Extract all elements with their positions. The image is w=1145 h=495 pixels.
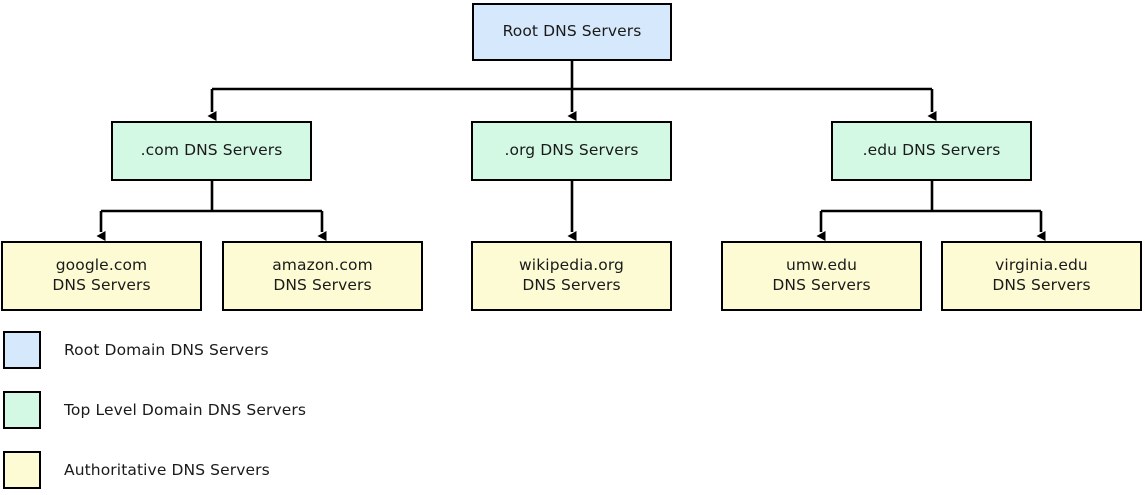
legend-label-authoritative: Authoritative DNS Servers bbox=[64, 461, 270, 479]
node-wikipedia-org-dns-servers[interactable]: wikipedia.org DNS Servers bbox=[471, 241, 672, 311]
legend-item-top-level-domain: Top Level Domain DNS Servers bbox=[3, 391, 306, 429]
legend-label-top-level-domain: Top Level Domain DNS Servers bbox=[64, 401, 306, 419]
legend-swatch-top-level-domain bbox=[3, 391, 41, 429]
legend-label-root-domain: Root Domain DNS Servers bbox=[64, 341, 269, 359]
node-amazon-com-dns-servers[interactable]: amazon.com DNS Servers bbox=[222, 241, 423, 311]
node-com-dns-servers[interactable]: .com DNS Servers bbox=[111, 121, 312, 181]
node-umw-edu-dns-servers[interactable]: umw.edu DNS Servers bbox=[721, 241, 922, 311]
legend-swatch-authoritative bbox=[3, 451, 41, 489]
node-root-dns-servers[interactable]: Root DNS Servers bbox=[472, 3, 672, 61]
legend-item-authoritative: Authoritative DNS Servers bbox=[3, 451, 270, 489]
node-google-com-dns-servers[interactable]: google.com DNS Servers bbox=[1, 241, 202, 311]
node-edu-dns-servers[interactable]: .edu DNS Servers bbox=[831, 121, 1032, 181]
legend-swatch-root-domain bbox=[3, 331, 41, 369]
node-virginia-edu-dns-servers[interactable]: virginia.edu DNS Servers bbox=[941, 241, 1142, 311]
legend-item-root-domain: Root Domain DNS Servers bbox=[3, 331, 269, 369]
node-org-dns-servers[interactable]: .org DNS Servers bbox=[471, 121, 672, 181]
